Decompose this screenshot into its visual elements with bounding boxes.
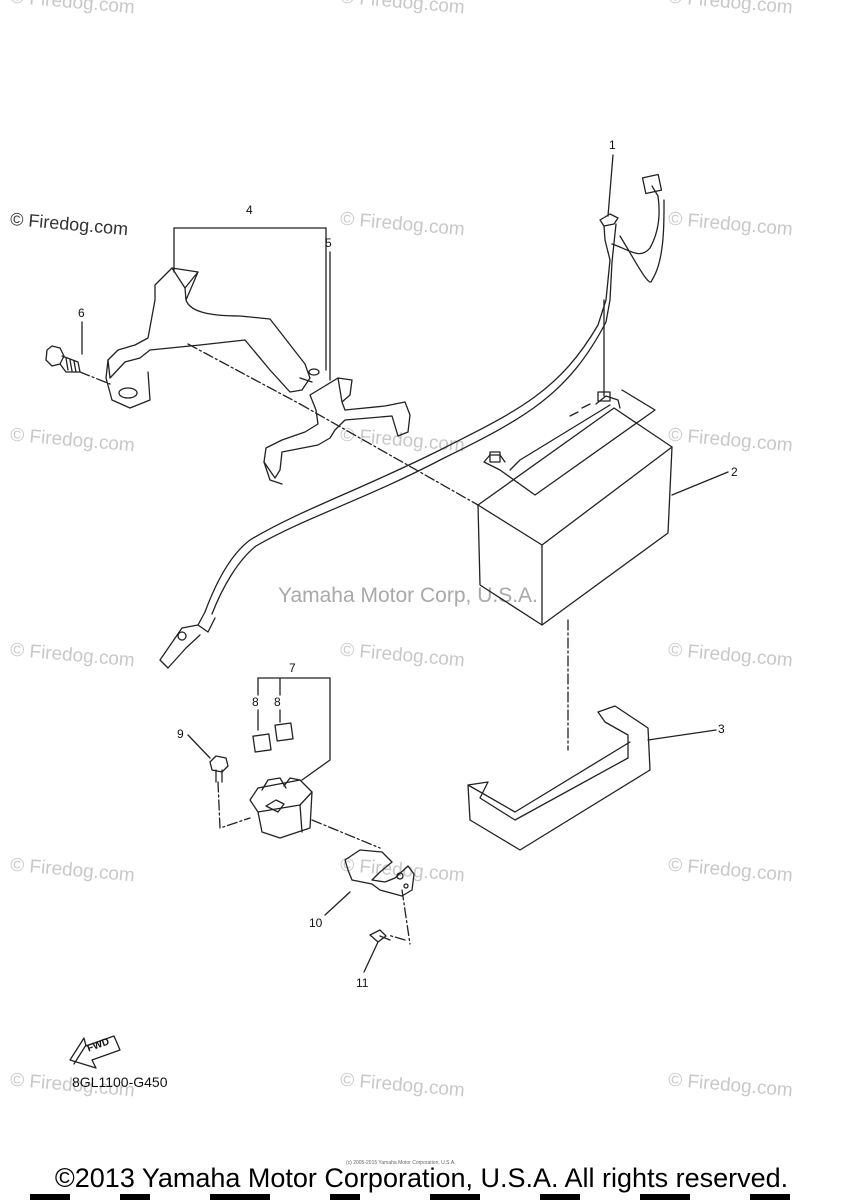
bottom-strip-shapes [30,1194,790,1200]
callout-8-left: 8 [252,695,259,709]
callout-11: 11 [356,976,369,990]
battery-bracket-4 [105,267,320,409]
starter-relay-7 [249,722,313,839]
callout-4: 4 [246,203,253,217]
callout-9: 9 [177,727,184,741]
center-watermark: Yamaha Motor Corp, U.S.A. [278,584,538,607]
callout-10: 10 [309,916,323,930]
fwd-arrow-icon [69,1035,121,1069]
bolt-6 [45,345,81,373]
battery-bracket-5 [263,377,411,485]
battery-lead-1 [159,173,665,669]
relay-bracket-10 [344,849,415,897]
leader-lines [79,343,569,945]
callout-7: 7 [289,661,296,675]
callout-5: 5 [325,236,332,250]
part-code: 8GL1100-G450 [72,1074,168,1090]
callout-lines [81,154,729,973]
copyright-notice: ©2013 Yamaha Motor Corporation, U.S.A. A… [54,1163,789,1193]
battery-2 [477,389,673,626]
callout-1: 1 [609,138,616,152]
callout-8-right: 8 [274,695,281,709]
screw-11 [369,929,391,943]
callout-3: 3 [718,722,725,736]
battery-band-3 [467,705,651,851]
bolt-9 [209,755,229,783]
callout-6: 6 [78,306,85,320]
tiny-copyright: (c) 2005-2015 Yamaha Motor Corporation, … [346,1160,456,1166]
callout-2: 2 [731,465,738,479]
